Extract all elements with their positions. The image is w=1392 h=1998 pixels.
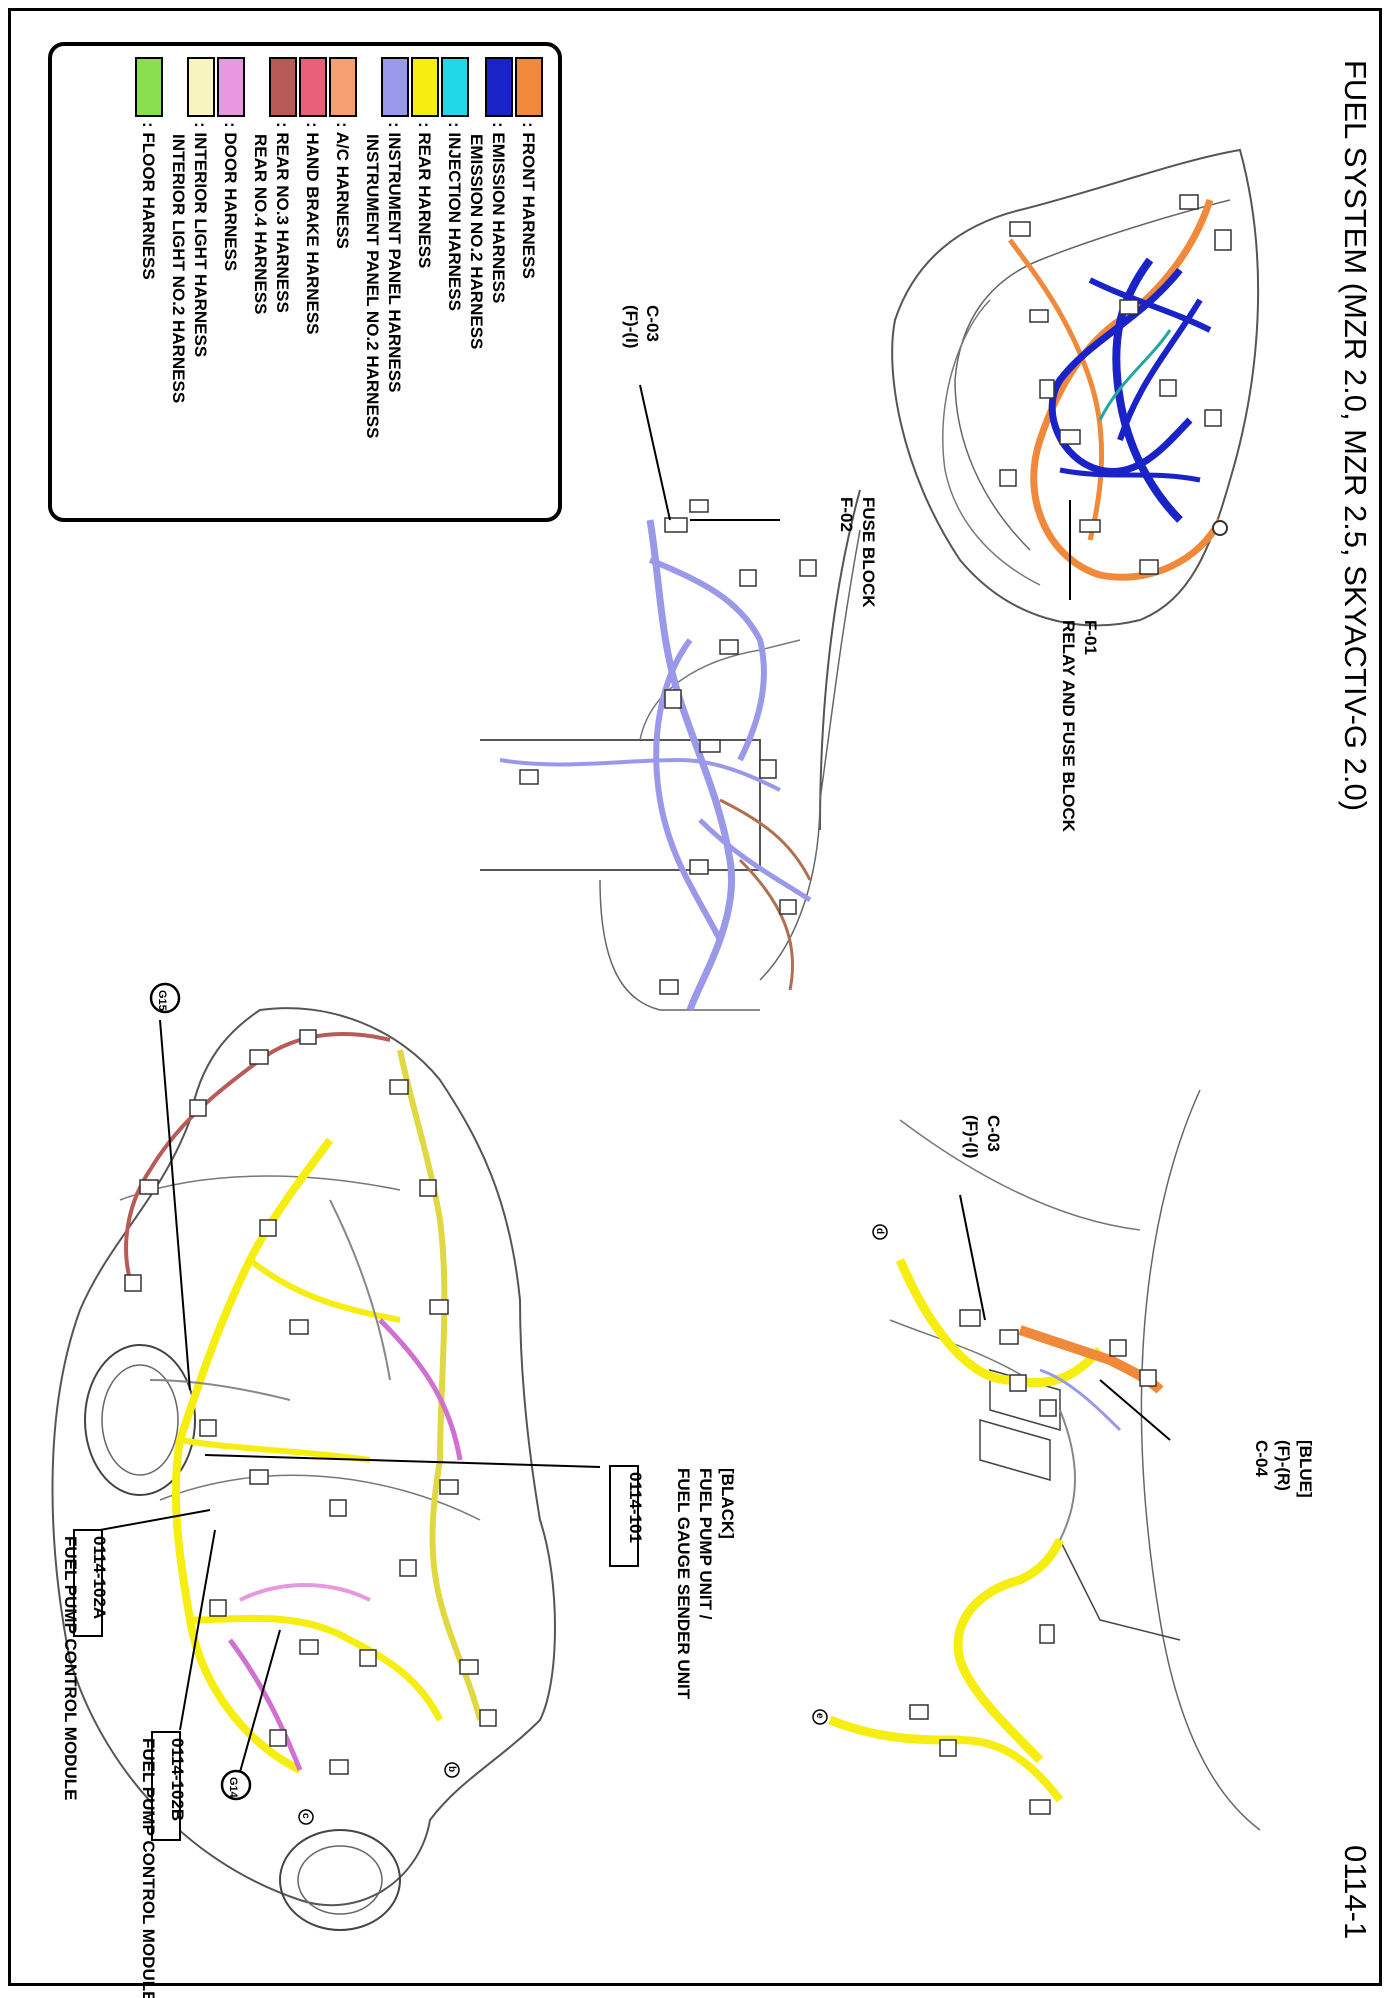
conn101-name1-label: FUEL PUMP UNIT /: [696, 1468, 715, 1620]
conn102b-name-label: FUEL PUMP CONTROL MODULE: [139, 1738, 158, 1998]
f02-name-label: FUSE BLOCK: [859, 497, 878, 608]
c04-code-label: C-04: [1252, 1440, 1271, 1477]
legend-label: INSTRUMENT PANEL NO.2 HARNESS: [363, 134, 382, 438]
legend-label: : INJECTION HARNESS: [445, 122, 464, 311]
legend-label: : FLOOR HARNESS: [139, 122, 158, 280]
c03a-code-label: C-03: [643, 305, 662, 342]
legend-swatch: [485, 57, 513, 117]
legend-swatch: [299, 57, 327, 117]
legend-swatch: [381, 57, 409, 117]
legend-label: INTERIOR LIGHT NO.2 HARNESS: [169, 134, 188, 403]
c03b-code-label: C-03: [984, 1115, 1003, 1152]
console-view: [828, 1089, 1261, 1831]
legend-label: : DOOR HARNESS: [221, 122, 240, 271]
mark-d: d: [874, 1228, 885, 1234]
legend-swatch: [269, 57, 297, 117]
legend-label: : INTERIOR LIGHT HARNESS: [191, 122, 210, 357]
legend-swatch: [187, 57, 215, 117]
vehicle-body-view: [51, 1007, 601, 1931]
conn102a-name-label: FUEL PUMP CONTROL MODULE: [61, 1536, 80, 1800]
legend-swatch: [515, 57, 543, 117]
engine-compartment-view: [891, 148, 1260, 627]
f01-code-label: F-01: [1081, 620, 1100, 655]
c04-sub-label: (F)-(R): [1274, 1440, 1293, 1491]
f01-name-label: RELAY AND FUSE BLOCK: [1059, 620, 1078, 833]
conn101-name2-label: FUEL GAUGE SENDER UNIT: [674, 1468, 693, 1700]
c04-color-label: [BLUE]: [1296, 1440, 1315, 1498]
g15-label: G15: [156, 990, 168, 1011]
mark-e: e: [814, 1713, 825, 1719]
page-number: 0114-1: [1338, 1845, 1373, 1939]
legend-swatch: [411, 57, 439, 117]
legend-label: : EMISSION HARNESS: [489, 122, 508, 303]
conn102a-code-label: 0114-102A: [90, 1536, 109, 1619]
legend-swatch: [135, 57, 163, 117]
legend-label: REAR NO.4 HARNESS: [251, 134, 270, 314]
legend-label: EMISSION NO.2 HARNESS: [467, 134, 486, 349]
mark-b: b: [446, 1766, 457, 1772]
f02-code-label: F-02: [837, 497, 856, 532]
conn101-color-label: [BLACK]: [718, 1468, 737, 1539]
instrument-panel-view: [480, 384, 861, 1012]
mark-c: c: [300, 1813, 311, 1819]
legend-swatch: [217, 57, 245, 117]
legend-label: : HAND BRAKE HARNESS: [303, 122, 322, 335]
legend-label: : FRONT HARNESS: [519, 122, 538, 279]
legend-label: : REAR NO.3 HARNESS: [273, 122, 292, 313]
legend-swatch: [441, 57, 469, 117]
legend-label: : INSTRUMENT PANEL HARNESS: [385, 122, 404, 392]
legend-swatch: [329, 57, 357, 117]
page-border: [8, 8, 1382, 1986]
harness-legend: : FRONT HARNESS : EMISSION HARNESSEMISSIO…: [48, 42, 562, 522]
legend-label: : REAR HARNESS: [415, 122, 434, 268]
conn101-code-label: 0114-101: [626, 1472, 645, 1543]
legend-label: : A/C HARNESS: [333, 122, 352, 249]
c03b-sub-label: (F)-(I): [962, 1115, 981, 1158]
c03a-sub-label: (F)-(I): [622, 305, 641, 348]
conn102b-code-label: 0114-102B: [168, 1738, 187, 1821]
g14-label: G14: [227, 1777, 239, 1799]
page-title: FUEL SYSTEM (MZR 2.0, MZR 2.5, SKYACTIV-…: [1338, 60, 1373, 811]
